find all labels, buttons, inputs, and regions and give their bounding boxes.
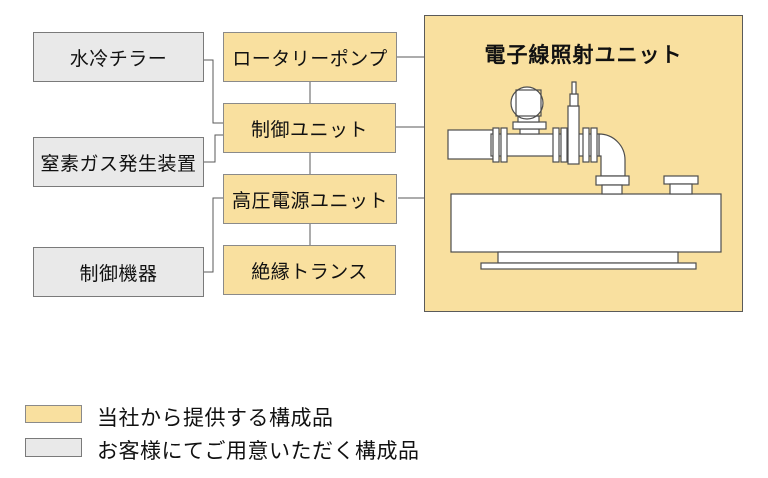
node-control-equipment: 制御機器 xyxy=(33,247,204,297)
pump-head-square-shape xyxy=(515,89,542,117)
node-control-unit: 制御ユニット xyxy=(223,103,396,153)
feedthrough-tip-shape xyxy=(571,81,577,95)
flange-ring-shape xyxy=(492,127,500,163)
connector-nitrogen-to-controlunit xyxy=(204,134,223,163)
feedthrough-rod-shape xyxy=(569,93,579,107)
legend-label-customer: お客様にてご用意いただく構成品 xyxy=(97,440,420,463)
tank-baseplate-shape xyxy=(480,262,697,270)
flange-ring-shape xyxy=(552,127,560,163)
right-port-cap-shape xyxy=(663,175,699,185)
connector-chiller-to-controlunit xyxy=(204,59,223,124)
node-isolation-transformer: 絶縁トランス xyxy=(223,245,396,295)
elbow-pipe-shape xyxy=(598,133,626,177)
equipment-illustration xyxy=(447,81,722,270)
legend-label-provided: 当社から提供する構成品 xyxy=(97,407,334,430)
legend-swatch-customer xyxy=(25,438,82,457)
flange-ring-shape xyxy=(590,127,598,163)
node-label: 水冷チラー xyxy=(69,48,168,70)
elbow-flange-shape xyxy=(595,175,630,186)
feedthrough-plate-shape xyxy=(567,105,580,165)
node-high-voltage-power-unit: 高圧電源ユニット xyxy=(223,174,397,224)
connector-controls-to-hvunit xyxy=(203,197,223,273)
right-port-stub-shape xyxy=(669,183,693,195)
node-label: 制御ユニット xyxy=(250,119,368,141)
node-label: 制御機器 xyxy=(79,263,158,285)
flange-ring-shape xyxy=(582,127,590,163)
pump-head-sphere-shape xyxy=(510,86,544,120)
pipe-left-end-shape xyxy=(447,129,494,160)
main-unit-box: 電子線照射ユニット xyxy=(424,15,743,312)
node-label: 高圧電源ユニット xyxy=(231,190,388,212)
main-unit-title: 電子線照射ユニット xyxy=(484,44,683,67)
node-label: 窒素ガス発生装置 xyxy=(40,153,197,175)
node-label: 絶縁トランス xyxy=(251,261,368,283)
tank-body-shape xyxy=(450,193,722,253)
node-rotary-pump: ロータリーポンプ xyxy=(223,32,397,82)
pump-head-flange-shape xyxy=(512,121,547,130)
pump-head-stub-shape xyxy=(519,128,540,135)
node-water-cooled-chiller: 水冷チラー xyxy=(33,32,204,82)
flange-ring-shape xyxy=(560,127,568,163)
node-label: ロータリーポンプ xyxy=(232,48,388,70)
node-nitrogen-gas-generator: 窒素ガス発生装置 xyxy=(33,137,204,187)
tank-pedestal-shape xyxy=(497,251,679,264)
flange-ring-shape xyxy=(500,127,508,163)
elbow-stub-shape xyxy=(601,184,623,195)
legend-swatch-provided xyxy=(25,405,82,423)
